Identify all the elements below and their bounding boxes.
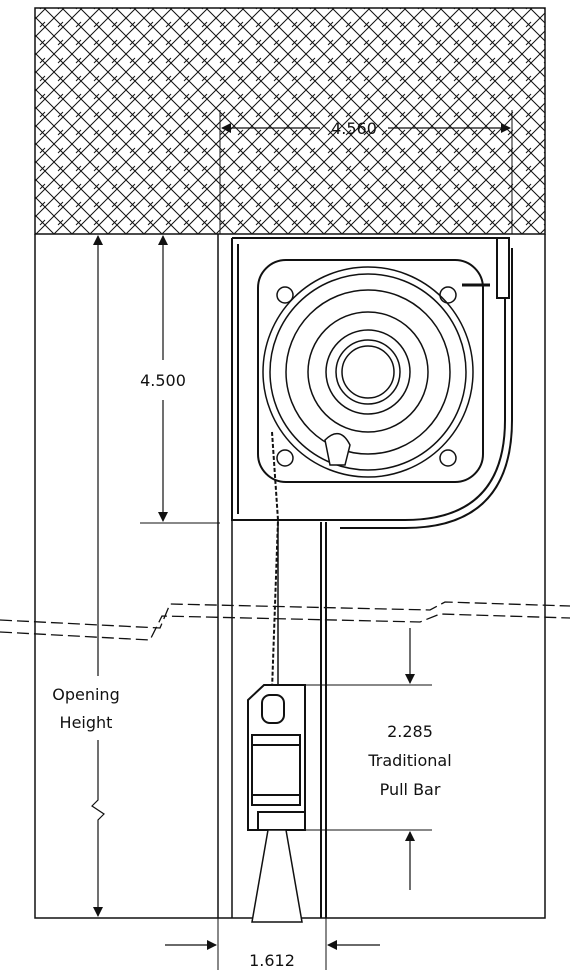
dimension-arrows [91,123,511,950]
pull-bar-profile [247,684,306,831]
opening-height-label-1: Opening [52,685,119,704]
break-lines [0,601,570,641]
hood-height-label: 4.500 [140,371,186,390]
strap-lines [271,431,327,918]
pull-bar-value-label: 2.285 [387,722,433,741]
masonry-header [34,7,546,235]
pull-handle [251,829,303,923]
bottom-width-label: 1.612 [249,951,295,970]
pull-bar-label-1: Traditional [367,751,451,770]
extension-lines [140,110,513,970]
pull-bar-label-2: Pull Bar [380,780,441,799]
opening-height-label-2: Height [60,713,113,732]
roller-drum [262,266,490,478]
header-width-label: 4.560 [331,119,377,138]
shutter-housing [231,237,513,529]
